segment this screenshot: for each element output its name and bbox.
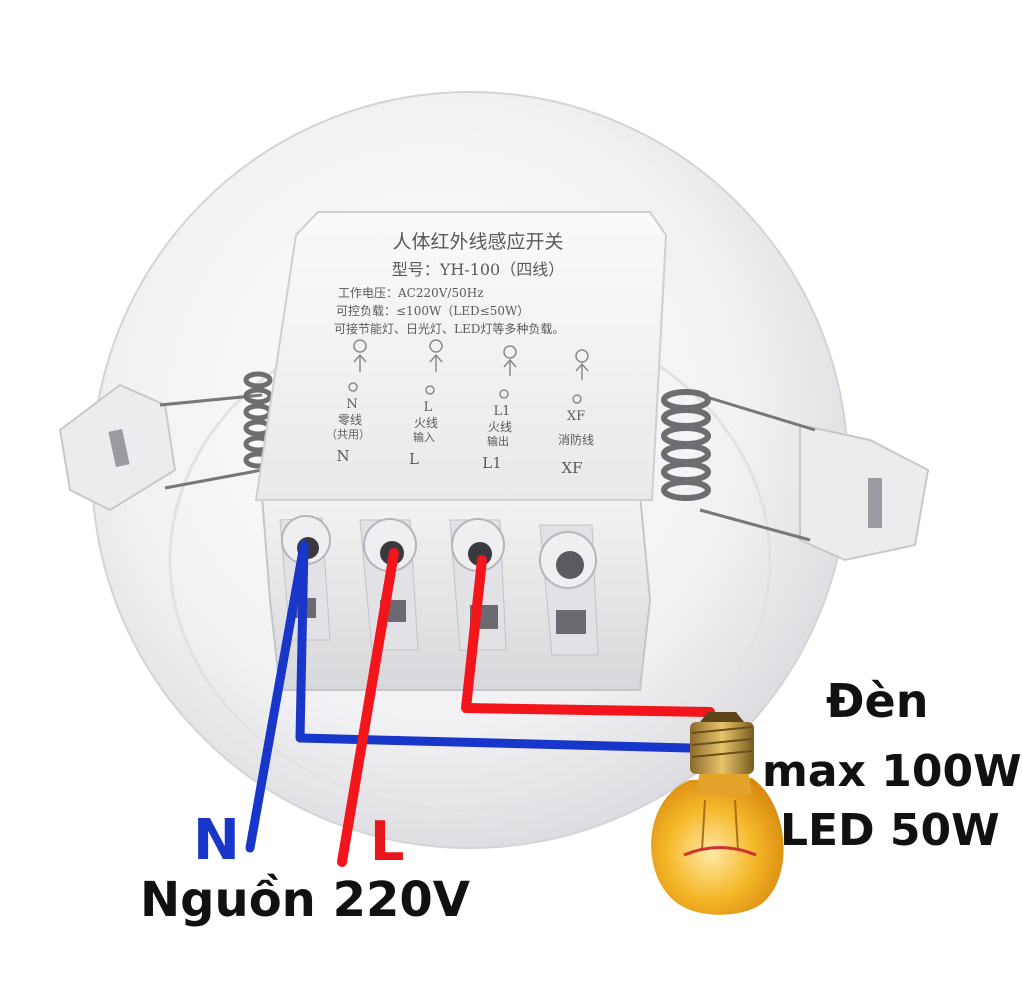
lamp-title-label: Đèn: [826, 674, 929, 728]
power-source-label: Nguồn 220V: [140, 872, 470, 928]
neutral-wire: [245, 540, 695, 853]
terminal-l1-desc1: 火线: [488, 420, 512, 434]
terminal-arrows: [348, 339, 589, 404]
terminal-l-bottom: L: [409, 450, 419, 468]
terminal-l1-code: L1: [494, 404, 511, 419]
device-load: 可控负载：≤100W（LED≤50W）: [336, 304, 529, 318]
terminal-xf-desc1: 消防线: [558, 432, 594, 447]
live-wire-output: [461, 555, 715, 717]
live-wire-input: [337, 548, 399, 867]
device-title: 人体红外线感应开关: [392, 231, 563, 253]
light-bulb-icon: [651, 712, 784, 915]
terminal-l1-bottom: L1: [482, 454, 502, 472]
terminal-l-desc1: 火线: [414, 416, 438, 430]
live-label: L: [370, 810, 405, 873]
terminal-n-bottom: N: [336, 447, 349, 465]
lamp-led-power-label: LED 50W: [780, 805, 1000, 856]
neutral-label: N: [193, 808, 240, 873]
device-model: 型号：YH-100（四线）: [392, 260, 564, 279]
device-voltage: 工作电压：AC220V/50Hz: [338, 286, 484, 300]
label-box: [254, 211, 668, 501]
terminal-xf-bottom: XF: [561, 459, 582, 477]
screw-terminal-xf: [539, 524, 599, 656]
terminal-n-desc1: 零线: [338, 413, 362, 427]
terminal-l1-desc2: 输出: [487, 434, 509, 448]
terminal-l-desc2: 输入: [413, 430, 435, 444]
wiring-diagram: 人体红外线感应开关 型号：YH-100（四线） 工作电压：AC220V/50Hz…: [58, 91, 930, 915]
terminal-n-code: N: [346, 397, 357, 412]
device-note: 可接节能灯、日光灯、LED灯等多种负载。: [334, 321, 564, 336]
lamp-max-power-label: max 100W: [762, 746, 1022, 797]
left-spring-clip: [58, 371, 273, 512]
terminal-xf-code: XF: [567, 409, 585, 424]
right-spring-clip: [661, 389, 930, 562]
bulb-base: [690, 722, 754, 774]
terminal-n-desc2: （共用）: [326, 428, 370, 441]
terminal-l-code: L: [424, 400, 433, 415]
